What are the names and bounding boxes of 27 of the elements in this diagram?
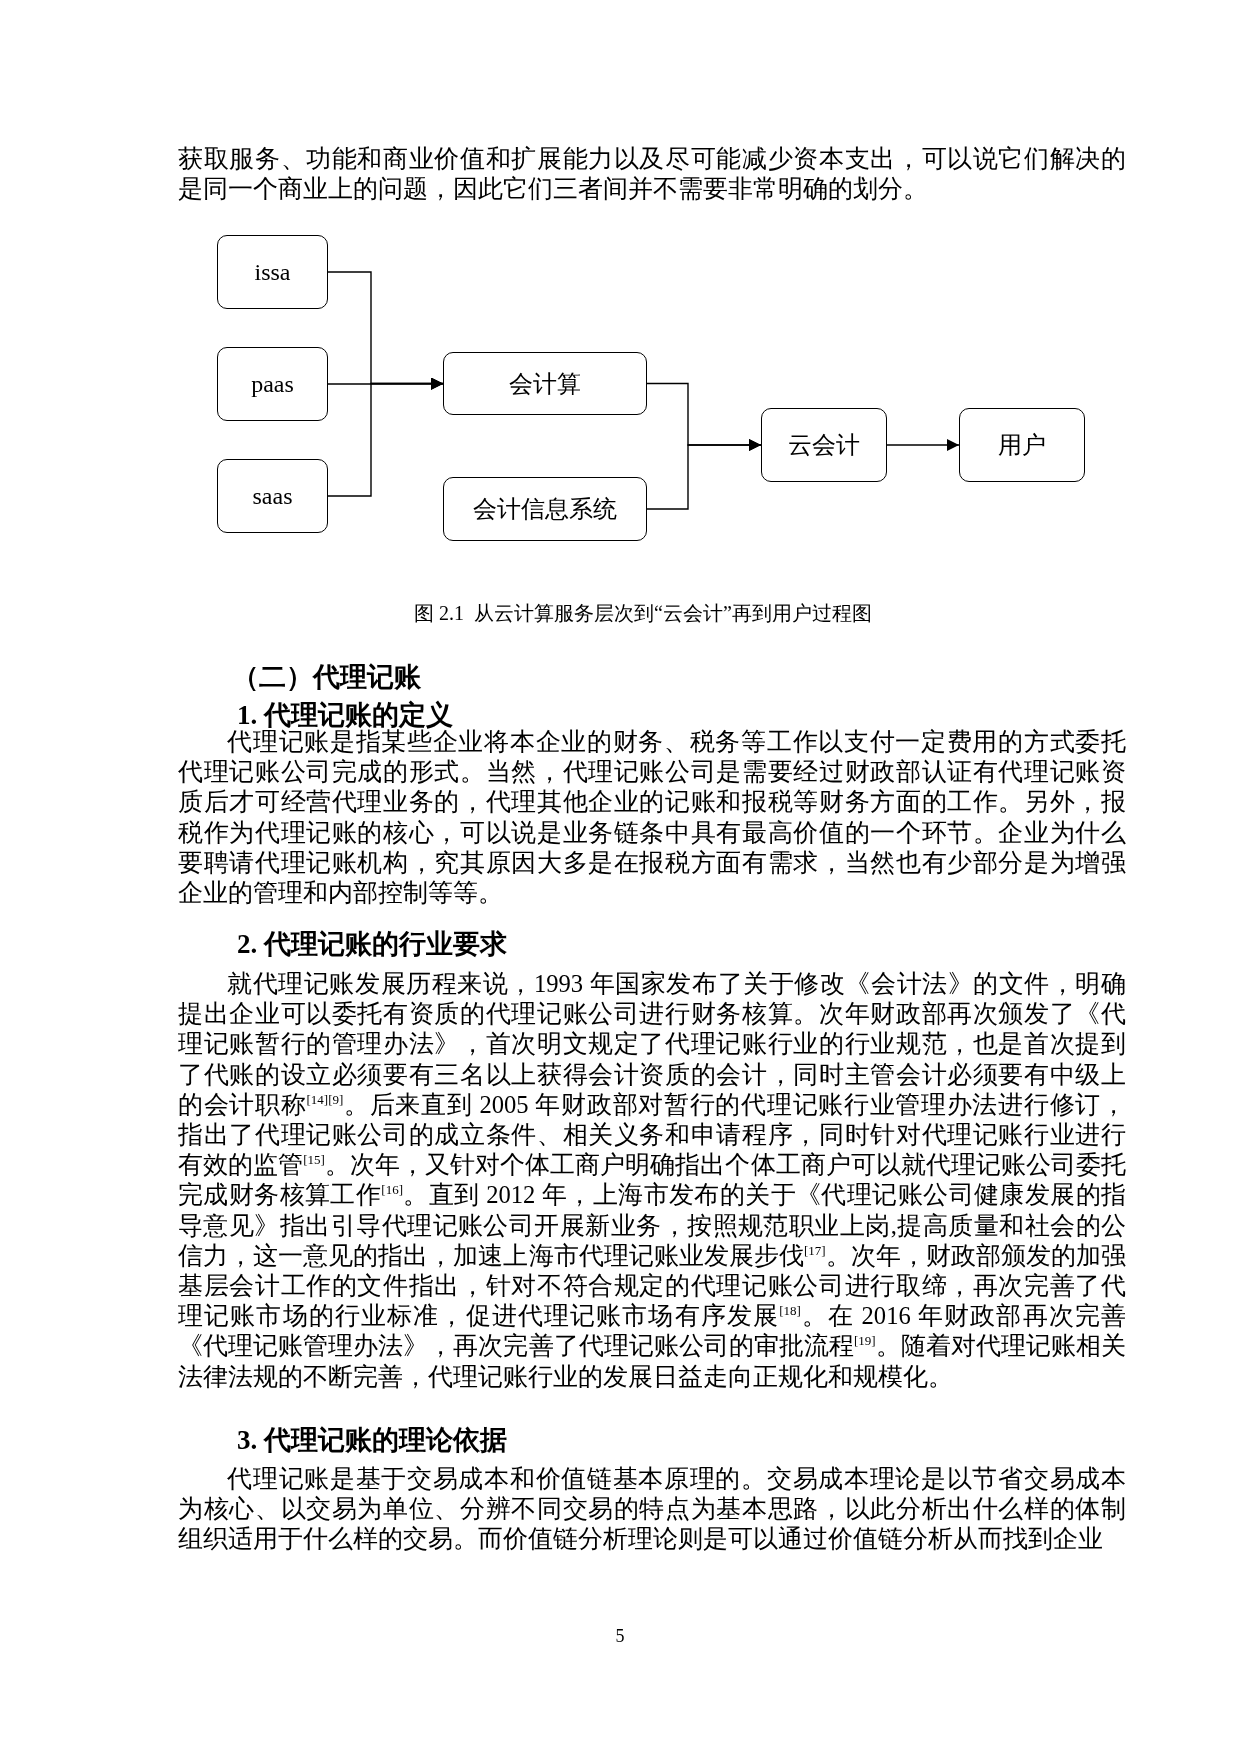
arrow bbox=[646, 439, 762, 510]
body-paragraph: 就代理记账发展历程来说，1993 年国家发布了关于修改《会计法》的文件，明确提出企业可以委托有资质的代理记账公司进行财务核算。次年财政部再次颁发了《代理记账暂行的管理办法》，首次明文规定了代理记账行业的行业规范，也是首次提到了代账的设立必须要有三名以上获得会计资质的会计，同时主管会计必须要有中级上的会计职称$^{[14][9]}$。后来直到 2005 年财政部对暂行的代理记账行业管理办法进行修订，指出了代理记账公司的成立条件、相关义务和申请程序，同时针对代理记账行业进行有效的监管$^{[15]}$。次年，又针对个体工商户明确指出个体工商户可以就代理记账公司委托完成财务核算工作$^{[16]}$。直到 2012 年，上海市发布的关于《代理记账公司健康发展的指导意见》指出引导代理记账公司开展新业务，按照规范职业上岗,提高质量和社会的公信力，这一意见的指出，加速上海市代理记账业发展步伐$^{[17]}$。次年，财政部颁发的加强基层会计工作的文件指出，针对不符合规定的代理记账公司进行取缔，再次完善了代理记账市场的行业标准，促进代理记账市场有序发展$^{[18]}$。在 2016 年财政部再次完善《代理记账管理办法》，再次完善了代理记账公司的审批流程$^{[19]}$。随着对代理记账相关法律法规的不断完善，代理记账行业的发展日益走向正规化和规模化。 bbox=[178, 969, 1126, 1392]
node-label: 会计信息系统 bbox=[473, 495, 617, 524]
section-heading: 3. 代理记账的理论依据 bbox=[237, 1425, 507, 1455]
process-box bbox=[217, 459, 328, 533]
node-label: 会计算 bbox=[509, 369, 581, 399]
node-label: issa bbox=[254, 258, 291, 286]
body-paragraph: 获取服务、功能和商业价值和扩展能力以及尽可能减少资本支出，可以说它们解决的是同一个商业上的问题，因此它们三者间并不需要非常明确的划分。 bbox=[178, 144, 1126, 205]
section-heading: 2. 代理记账的行业要求 bbox=[237, 929, 507, 959]
process-box bbox=[217, 235, 328, 309]
figure-caption: 图 2.1 从云计算服务层次到“云会计”再到用户过程图 bbox=[414, 601, 872, 626]
arrow bbox=[886, 439, 960, 451]
node-label: paas bbox=[251, 370, 294, 398]
body-paragraph: 代理记账是指某些企业将本企业的财务、税务等工作以支付一定费用的方式委托代理记账公司完成的形式。当然，代理记账公司是需要经过财政部认证有代理记账资质后才可经营代理业务的，代理其他企业的记账和报税等财务方面的工作。另外，报税作为代理记账的核心，可以说是业务链条中具有最高价值的一个环节。企业为什么要聘请代理记账机构，究其原因大多是在报税方面有需求，当然也有少部分是为增强企业的管理和内部控制等等。 bbox=[178, 728, 1126, 908]
arrow bbox=[327, 377, 444, 497]
process-box bbox=[443, 477, 647, 541]
body-paragraph: 代理记账是基于交易成本和价值链基本原理的。交易成本理论是以节省交易成本为核心、以交易为单位、分辨不同交易的特点为基本思路，以此分析出什么样的体制组织适用于什么样的交易。而价值链分析理论则是可以通过价值链分析从而找到企业 bbox=[178, 1464, 1126, 1555]
node-label: 用户 bbox=[998, 431, 1046, 460]
process-box bbox=[443, 352, 647, 415]
process-box bbox=[217, 347, 328, 421]
process-box bbox=[959, 408, 1085, 482]
section-heading: （二）代理记账 bbox=[232, 662, 421, 692]
page-number: 5 bbox=[614, 1626, 626, 1647]
node-label: 云会计 bbox=[788, 431, 860, 460]
node-label: saas bbox=[252, 482, 293, 510]
section-heading: 1. 代理记账的定义 bbox=[237, 700, 453, 730]
process-box bbox=[761, 408, 887, 482]
